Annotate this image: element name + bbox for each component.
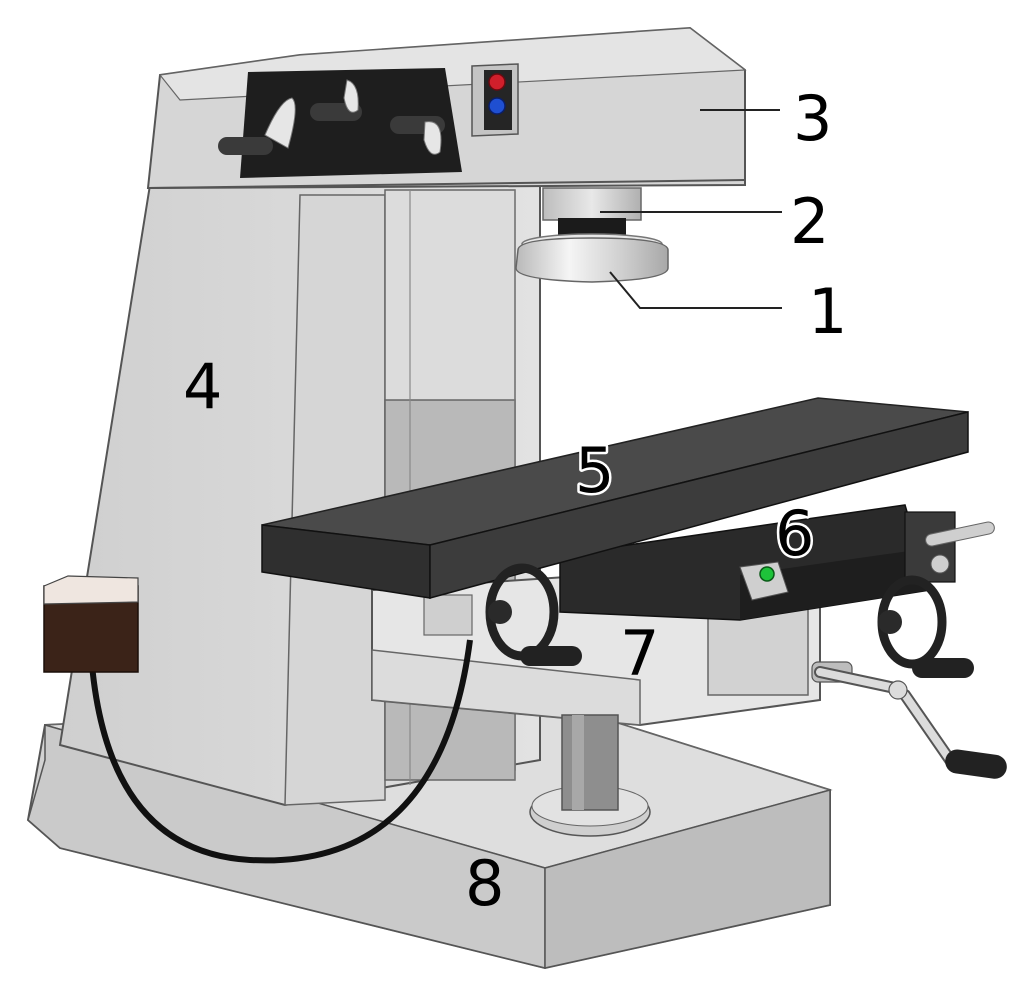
gear-lever-2 xyxy=(310,79,362,121)
callout-leaders xyxy=(600,109,782,309)
knee-crank-handle[interactable] xyxy=(811,661,1008,780)
start-stop-buttons xyxy=(471,63,519,137)
callout-3: 3 xyxy=(793,82,832,155)
stop-button-red xyxy=(488,73,506,91)
table xyxy=(261,397,969,599)
callout-7: 7 xyxy=(620,617,659,690)
indicator-light-green xyxy=(759,566,775,582)
coolant-pendant xyxy=(43,575,473,864)
saddle-handwheel[interactable] xyxy=(877,575,974,678)
callout-4: 4 xyxy=(183,350,222,423)
gear-lever-3 xyxy=(390,116,445,155)
saddle-lock-indicator xyxy=(739,561,789,601)
leader-1 xyxy=(609,271,782,309)
spindle-face xyxy=(515,233,669,283)
callout-1: 1 xyxy=(808,275,847,348)
start-button-blue xyxy=(488,97,506,115)
elevating-screw xyxy=(529,714,651,837)
gear-selector-panel xyxy=(218,68,462,178)
saddle xyxy=(559,504,995,621)
callout-2: 2 xyxy=(790,185,829,258)
callout-5: 5 xyxy=(575,434,614,507)
callout-8: 8 xyxy=(465,847,504,920)
gear-lever-1 xyxy=(218,97,296,155)
table-handwheel[interactable] xyxy=(485,563,582,666)
callout-6: 6 xyxy=(775,497,814,570)
callout-labels: 1 2 3 4 5 6 7 8 xyxy=(183,82,847,920)
head xyxy=(146,26,747,190)
